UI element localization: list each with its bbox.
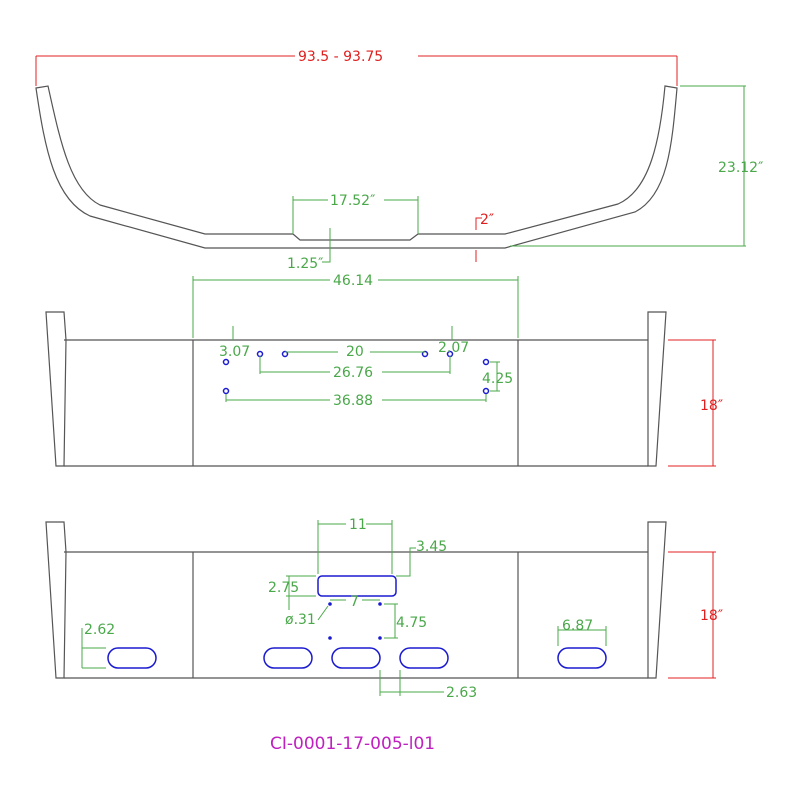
mount-hole — [482, 387, 490, 395]
lower-offset-label: 2.63 — [446, 685, 477, 701]
bottom-right-end — [647, 521, 667, 679]
bottom-view: 11 3.45 2.75 ø.31 7 4.75 — [45, 517, 723, 701]
mount-hole — [222, 387, 230, 395]
outer-spacing-label: 36.88 — [333, 393, 373, 409]
lower-slot — [107, 647, 157, 669]
slot-height-label: 2.75 — [268, 580, 299, 596]
inner-spacing-label: 20 — [346, 344, 364, 360]
part-number: CI-0001-17-005-l01 — [270, 734, 435, 754]
front-view: 46.14 3.07 2.07 20 26.76 36.88 — [45, 273, 723, 467]
hole-offset-left-label: 3.07 — [219, 344, 250, 360]
hole-vertical-label: 4.75 — [396, 615, 427, 631]
left-slot-label: 2.62 — [84, 622, 115, 638]
bottom-left-end — [45, 521, 67, 679]
mount-hole — [482, 358, 490, 366]
front-left-end — [45, 311, 67, 467]
mount-hole — [222, 358, 230, 366]
slot-offset-label: 3.45 — [416, 539, 447, 555]
slot-width-label: 11 — [349, 517, 367, 533]
recess-width-label: 17.52″ — [330, 193, 375, 209]
top-view: 93.5 - 93.75 23.12″ 17.52″ 1.25″ 2″ — [35, 49, 763, 272]
lower-slot — [557, 647, 607, 669]
recess-depth-label: 1.25″ — [287, 256, 323, 272]
bottom-height-label: 18″ — [700, 608, 723, 624]
top-slot — [317, 575, 397, 597]
right-slot-label: 6.87 — [562, 618, 593, 634]
small-hole — [378, 602, 382, 606]
small-hole — [378, 636, 382, 640]
center-width-label: 46.14 — [333, 273, 373, 289]
front-right-end — [647, 311, 667, 467]
lower-slot — [263, 647, 313, 669]
small-hole — [328, 636, 332, 640]
lower-slot — [399, 647, 449, 669]
hole-diameter-label: ø.31 — [285, 612, 316, 628]
top-view-outline — [35, 85, 678, 249]
hole-spacing-label: 7 — [350, 594, 359, 610]
overall-width-label: 93.5 - 93.75 — [298, 49, 383, 65]
middle-spacing-label: 26.76 — [333, 365, 373, 381]
top-height-label: 23.12″ — [718, 160, 763, 176]
lower-slot — [331, 647, 381, 669]
hole-offset-right-label: 2.07 — [438, 340, 469, 356]
vertical-spacing-label: 4.25 — [482, 371, 513, 387]
small-hole — [328, 602, 332, 606]
front-height-label: 18″ — [700, 398, 723, 414]
step-label: 2″ — [480, 212, 494, 228]
mount-hole — [256, 350, 264, 358]
